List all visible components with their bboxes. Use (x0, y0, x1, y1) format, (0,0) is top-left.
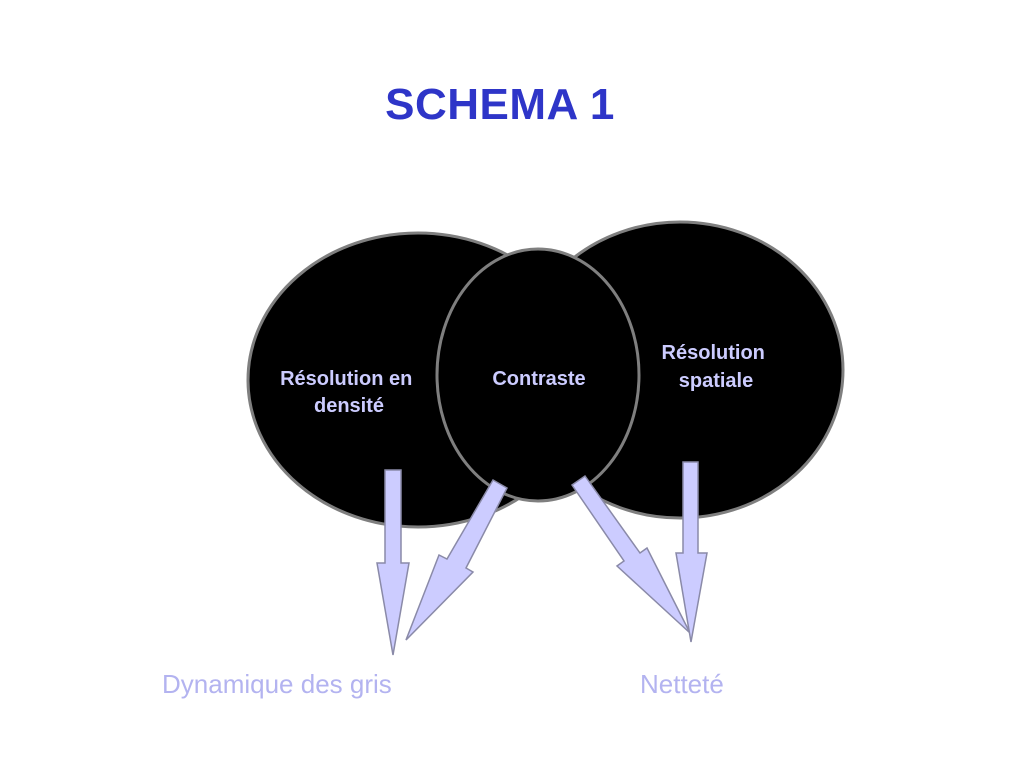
node-label-contraste: Contraste (492, 368, 585, 390)
arrow-contraste-to-nettete (570, 474, 691, 634)
ellipse-contraste (435, 247, 641, 503)
node-label-resolution-spatiale: Résolution spatiale (662, 342, 771, 392)
node-label-line: Résolution en (280, 368, 412, 390)
page-title: SCHEMA 1 (385, 80, 615, 129)
output-label-dynamique-des-gris: Dynamique des gris (162, 669, 392, 699)
node-label-line: Contraste (492, 368, 585, 390)
node-label-line: Résolution (662, 342, 765, 364)
arrow-spatiale-to-nettete (675, 461, 708, 643)
node-label-resolution-densite: Résolution en densité (280, 368, 418, 417)
node-label-line: spatiale (679, 370, 753, 392)
arrow-contraste-to-dynamique (405, 478, 508, 641)
node-label-line: densité (314, 395, 384, 417)
arrow-densite-to-dynamique (376, 469, 410, 656)
output-label-nettete: Netteté (640, 669, 724, 699)
